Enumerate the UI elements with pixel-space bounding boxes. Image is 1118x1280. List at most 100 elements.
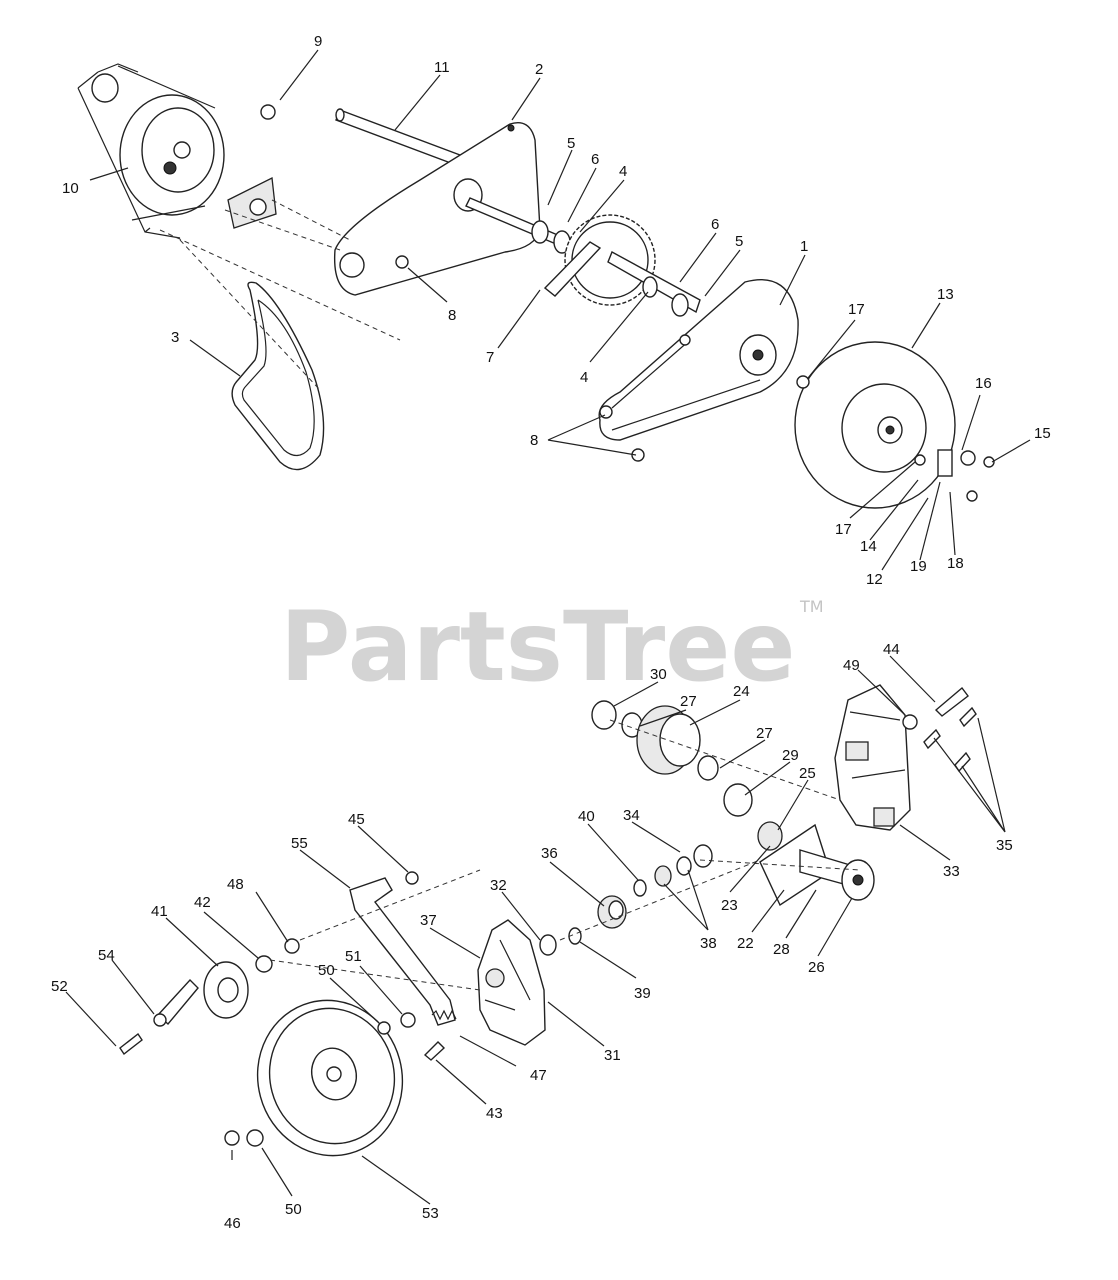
callout-40: 40 [578,808,595,825]
part-43-screw [423,1041,446,1061]
part-38b-washer [676,856,692,876]
callout-labels: 9 11 2 10 5 6 4 6 5 1 8 7 4 3 17 13 16 1… [51,33,1051,1232]
callout-42: 42 [194,894,211,911]
callout-8b: 8 [530,432,538,449]
callout-35: 35 [996,837,1013,854]
part-7-chain-sprocket [543,214,701,317]
callout-46: 46 [224,1215,241,1232]
part-27b-washer [697,755,719,781]
callout-32: 32 [490,877,507,894]
part-45-nut [405,871,419,885]
part-1-chain-cover [598,278,799,441]
callout-16: 16 [975,375,992,392]
callout-45: 45 [348,811,365,828]
part-22-28-26-flange [759,823,875,907]
part-29-bushing [723,783,753,817]
callout-52: 52 [51,978,68,995]
callout-10: 10 [62,180,79,197]
callout-18: 18 [947,555,964,572]
callout-22: 22 [737,935,754,952]
watermark-tm: TM [799,597,824,616]
callout-13: 13 [937,286,954,303]
leader-lines [65,49,1031,1205]
callout-50b: 50 [285,1201,302,1218]
callout-51: 51 [345,948,362,965]
callout-19: 19 [910,558,927,575]
callout-9: 9 [314,33,322,50]
callout-6b: 6 [711,216,719,233]
part-34-bushing [693,844,713,868]
callout-36: 36 [541,845,558,862]
callout-4b: 4 [580,369,588,386]
part-25-gear [757,821,783,851]
part-50-washer [377,1021,391,1035]
watermark-text: PartsTree [280,591,795,703]
part-54-52-bolts [119,978,199,1056]
callout-17: 17 [848,301,865,318]
callout-7: 7 [486,349,494,366]
callout-2: 2 [535,61,543,78]
callout-12: 12 [866,571,883,588]
callout-47: 47 [530,1067,547,1084]
part-30-bushing [591,700,617,730]
callout-48: 48 [227,876,244,893]
callout-26: 26 [808,959,825,976]
callout-41: 41 [151,903,168,920]
callout-23: 23 [721,897,738,914]
part-55-arm [349,877,456,1026]
callout-43: 43 [486,1105,503,1122]
callout-4: 4 [619,163,627,180]
part-49-nut [902,714,918,730]
callout-5b: 5 [735,233,743,250]
part-32-bushing [539,934,557,956]
callout-8: 8 [448,307,456,324]
callout-28: 28 [773,941,790,958]
shaft-assembly [465,197,571,254]
callout-53: 53 [422,1205,439,1222]
callout-39: 39 [634,985,651,1002]
callout-50: 50 [318,962,335,979]
bearing-plate [227,177,277,229]
part-2-plate [333,122,541,296]
callout-14: 14 [860,538,877,555]
callout-34: 34 [623,807,640,824]
callout-37: 37 [420,912,437,929]
callout-49: 49 [843,657,860,674]
callout-15: 15 [1034,425,1051,442]
part-40-washer [633,879,647,897]
part-36-gear [597,895,627,929]
hub-hardware [796,375,995,502]
part-33-housing [834,684,911,831]
callout-25: 25 [799,765,816,782]
callout-11: 11 [434,59,450,76]
part-10-housing [77,63,225,239]
callout-6: 6 [591,151,599,168]
callout-33: 33 [943,863,960,880]
callout-27b: 27 [756,725,773,742]
part-8-bolts [260,104,691,462]
part-3-belt [231,281,325,471]
callout-27: 27 [680,693,697,710]
callout-55: 55 [291,835,308,852]
part-47-spring [431,1009,457,1021]
part-46-nut [224,1130,240,1146]
callout-17b: 17 [835,521,852,538]
callout-3: 3 [171,329,179,346]
callout-29: 29 [782,747,799,764]
callout-1: 1 [800,238,808,255]
part-41-pulley [203,961,249,1019]
part-38-bearing [654,865,672,887]
callout-5: 5 [567,135,575,152]
callout-30: 30 [650,666,667,683]
part-44-bolt [934,686,969,717]
part-48-washer [284,938,300,954]
callout-54: 54 [98,947,115,964]
part-24-gear [636,705,701,775]
part-51-washer [400,1012,416,1028]
part-31-gearbox [477,919,546,1046]
part-53-pulley [256,999,404,1157]
callout-31: 31 [604,1047,621,1064]
part-50b-washer [246,1129,264,1147]
callout-38: 38 [700,935,717,952]
